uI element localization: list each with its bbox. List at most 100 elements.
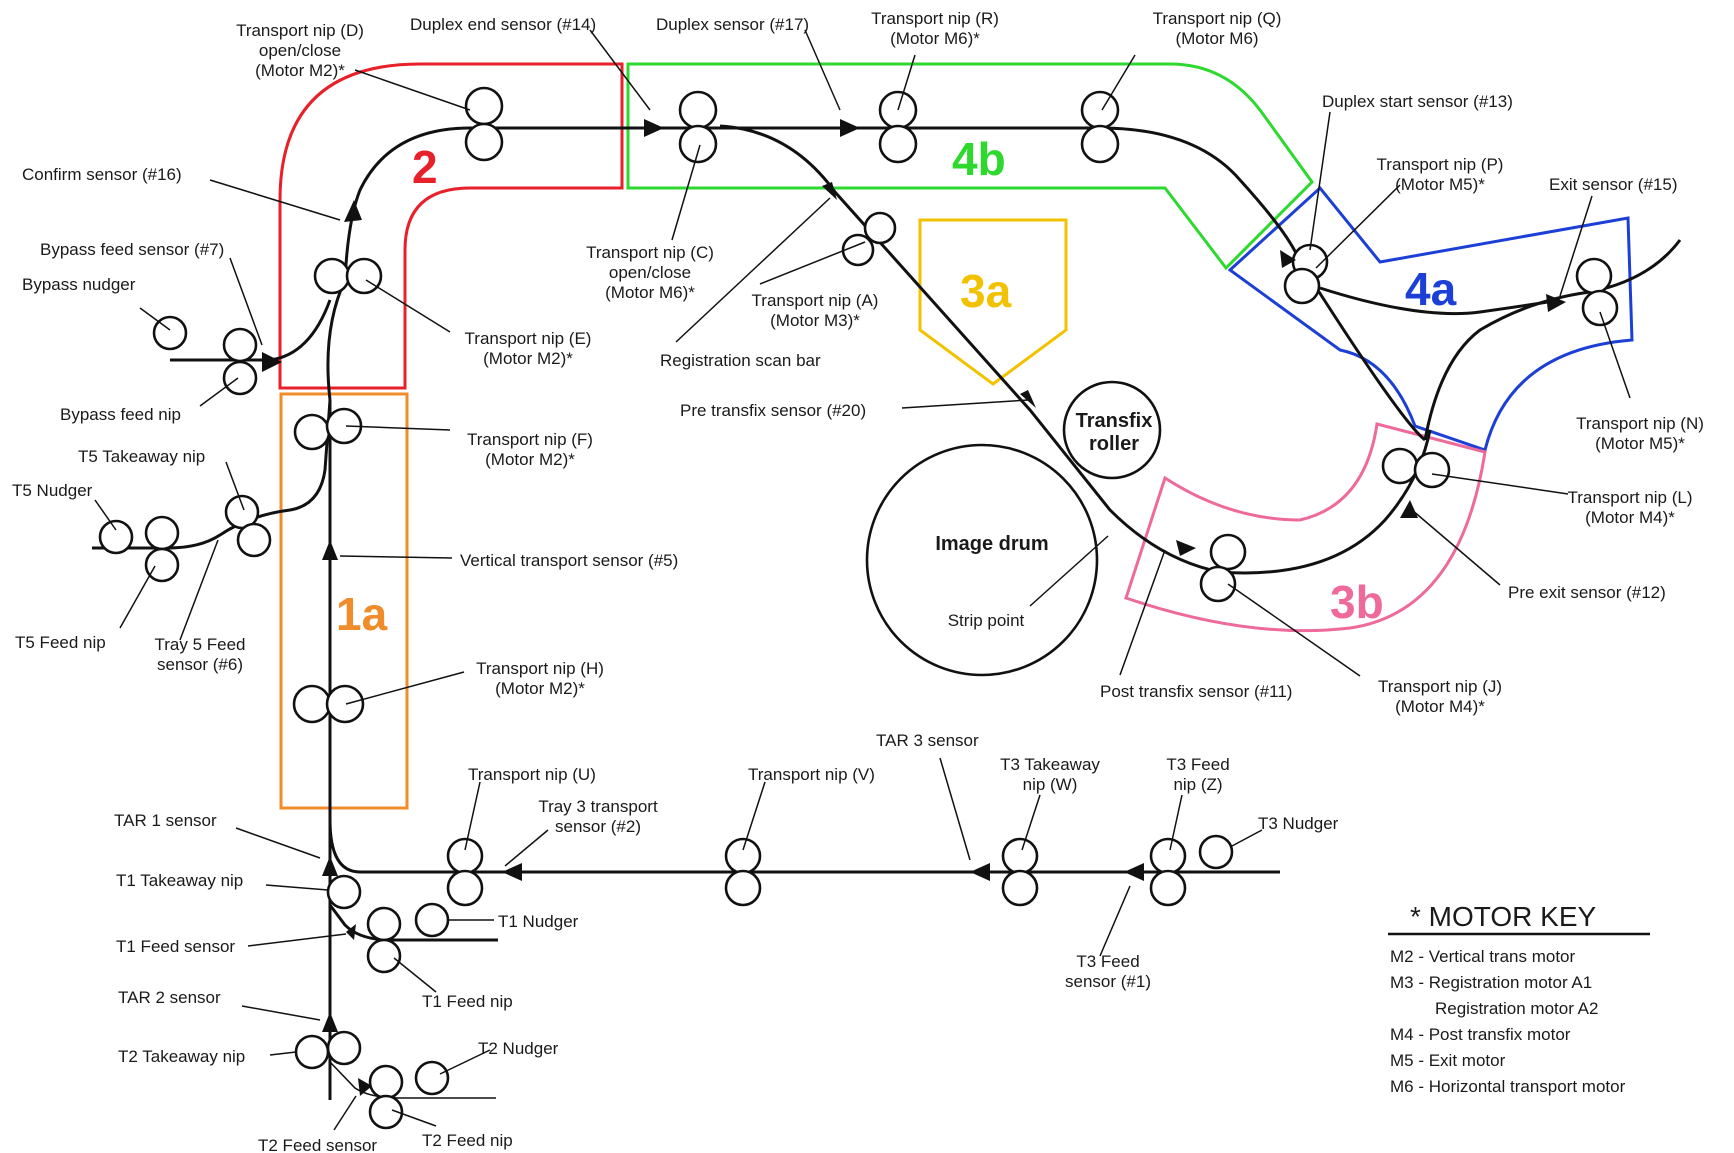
paper-paths: [92, 124, 1682, 1100]
pre-exit-arrow: [1400, 500, 1418, 518]
nip-e-right-roller: [345, 257, 383, 295]
svg-text:(Motor M5)*: (Motor M5)*: [1395, 175, 1485, 194]
svg-text:Transport nip (P): Transport nip (P): [1377, 155, 1504, 174]
exit-sensor-arrow: [1546, 294, 1566, 312]
zone-4a-label: 4a: [1405, 263, 1457, 315]
motor-key-entry: Registration motor A2: [1435, 999, 1598, 1018]
label-confirm-sensor: Confirm sensor (#16): [22, 165, 182, 184]
zone-3b-outline: [1124, 422, 1487, 633]
t2-takeaway-right-roller: [326, 1030, 362, 1066]
label-transport-nip-f: Transport nip (F) (Motor M2)*: [467, 430, 593, 469]
image-drum: [865, 443, 1099, 677]
label-transport-nip-l: Transport nip (L) (Motor M4)*: [1567, 488, 1692, 527]
zone-3a-region: 3a: [918, 218, 1068, 386]
label-duplex-sensor: Duplex sensor (#17): [656, 15, 809, 34]
label-transport-nip-u: Transport nip (U): [468, 765, 596, 784]
label-transport-nip-d: Transport nip (D) open/close (Motor M2)*: [236, 21, 364, 80]
nip-l-left-roller: [1381, 447, 1419, 485]
nip-z-bottom-roller: [1149, 869, 1187, 907]
t5-takeaway-bottom-roller: [236, 522, 272, 558]
nip-q-top-roller: [1080, 90, 1120, 130]
label-tray5-feed-sensor: Tray 5 Feed sensor (#6): [154, 635, 245, 674]
motor-key: * MOTOR KEY M2 - Vertical trans motor M3…: [1388, 901, 1650, 1096]
svg-text:(Motor M6)*: (Motor M6)*: [605, 283, 695, 302]
exit-output-path: [1423, 239, 1682, 441]
t2-takeaway-left-roller: [294, 1034, 330, 1070]
nip-d-bottom-roller: [464, 122, 504, 162]
svg-text:Transport nip (L): Transport nip (L): [1567, 488, 1692, 507]
t3-nudger-roller: [1198, 834, 1234, 870]
post-transfix-arrow: [1176, 540, 1196, 556]
svg-text:nip (W): nip (W): [1023, 775, 1078, 794]
tar1-arrow: [322, 856, 338, 876]
label-transport-nip-a: Transport nip (A) (Motor M3)*: [752, 291, 879, 330]
svg-text:(Motor M3)*: (Motor M3)*: [770, 311, 860, 330]
nip-a-top-roller: [863, 211, 897, 245]
nip-z-top-roller: [1149, 837, 1187, 875]
nip-p-bottom-roller: [1283, 267, 1321, 305]
tray2-feed-path: [329, 1061, 496, 1099]
svg-text:sensor (#1): sensor (#1): [1065, 972, 1151, 991]
svg-text:T3 Feed: T3 Feed: [1076, 952, 1139, 971]
label-bypass-feed-nip: Bypass feed nip: [60, 405, 181, 424]
registration-arrow: [822, 182, 837, 200]
duplex-end-arrow: [644, 119, 664, 137]
rollers: [98, 86, 1619, 1130]
svg-text:Tray 3 transport: Tray 3 transport: [538, 797, 658, 816]
label-transport-nip-h: Transport nip (H) (Motor M2)*: [476, 659, 604, 698]
svg-text:(Motor M2)*: (Motor M2)*: [483, 349, 573, 368]
label-t1-nudger: T1 Nudger: [498, 912, 579, 931]
svg-text:open/close: open/close: [609, 263, 691, 282]
nip-n-top-roller: [1575, 257, 1613, 295]
leader-lines: [94, 29, 1631, 1131]
label-t2-takeaway-nip: T2 Takeaway nip: [118, 1047, 245, 1066]
nip-d-top-roller: [464, 86, 504, 126]
nip-l-right-roller: [1413, 451, 1451, 489]
zone-2-outline: [278, 62, 624, 390]
svg-text:(Motor M2)*: (Motor M2)*: [255, 61, 345, 80]
svg-text:Transport nip (J): Transport nip (J): [1378, 677, 1502, 696]
zone-2-region: 2: [278, 62, 624, 390]
label-t1-feed-nip: T1 Feed nip: [422, 992, 513, 1011]
motor-key-title: * MOTOR KEY: [1410, 901, 1597, 932]
svg-text:(Motor M6)*: (Motor M6)*: [890, 29, 980, 48]
svg-text:Transport nip (E): Transport nip (E): [465, 329, 592, 348]
label-pre-exit-sensor: Pre exit sensor (#12): [1508, 583, 1666, 602]
zone-4b-outline: [626, 62, 1314, 271]
zone-4b-region: 4b: [626, 62, 1314, 271]
svg-text:(Motor M2)*: (Motor M2)*: [485, 450, 575, 469]
tray3-horizontal-path: [328, 819, 1280, 874]
pre-transfix-arrow: [1020, 390, 1036, 408]
t5-nudger-roller: [98, 519, 134, 555]
t2-feed-bottom-roller: [368, 1094, 404, 1130]
svg-text:sensor (#6): sensor (#6): [157, 655, 243, 674]
confirm-sensor-arrow: [344, 200, 362, 222]
label-t2-feed-nip: T2 Feed nip: [422, 1131, 513, 1150]
nip-u-top-roller: [446, 837, 484, 875]
label-t2-nudger: T2 Nudger: [478, 1039, 559, 1058]
svg-text:(Motor M4)*: (Motor M4)*: [1585, 508, 1675, 527]
label-pre-transfix-sensor: Pre transfix sensor (#20): [680, 401, 866, 420]
nip-v-top-roller: [724, 837, 762, 875]
label-t5-nudger: T5 Nudger: [12, 481, 93, 500]
bypass-feed-bottom-roller: [222, 360, 258, 396]
duplex-sensor-arrow: [840, 119, 860, 137]
zone-3b-label: 3b: [1330, 576, 1384, 628]
label-bypass-feed-sensor: Bypass feed sensor (#7): [40, 240, 224, 259]
label-vertical-transport-sensor: Vertical transport sensor (#5): [460, 551, 678, 570]
svg-text:(Motor M6): (Motor M6): [1175, 29, 1258, 48]
motor-key-entry: M3 - Registration motor A1: [1390, 973, 1592, 992]
transfix-roller: [1062, 380, 1162, 480]
t2-nudger-roller: [414, 1060, 450, 1096]
label-tar2-sensor: TAR 2 sensor: [118, 988, 221, 1007]
t1-feed-bottom-roller: [366, 938, 402, 974]
zone-3a-label: 3a: [960, 265, 1012, 317]
nip-j-top-roller: [1209, 533, 1247, 571]
label-transport-nip-q: Transport nip (Q) (Motor M6): [1153, 9, 1282, 48]
svg-text:Transport nip (H): Transport nip (H): [476, 659, 604, 678]
label-post-transfix-sensor: Post transfix sensor (#11): [1100, 682, 1292, 701]
zone-1a-region: 1a: [279, 392, 409, 810]
drum-assembly: Image drum Strip point Transfix roller: [865, 380, 1162, 677]
svg-text:Transport nip (A): Transport nip (A): [752, 291, 879, 310]
nip-r-bottom-roller: [878, 124, 918, 164]
